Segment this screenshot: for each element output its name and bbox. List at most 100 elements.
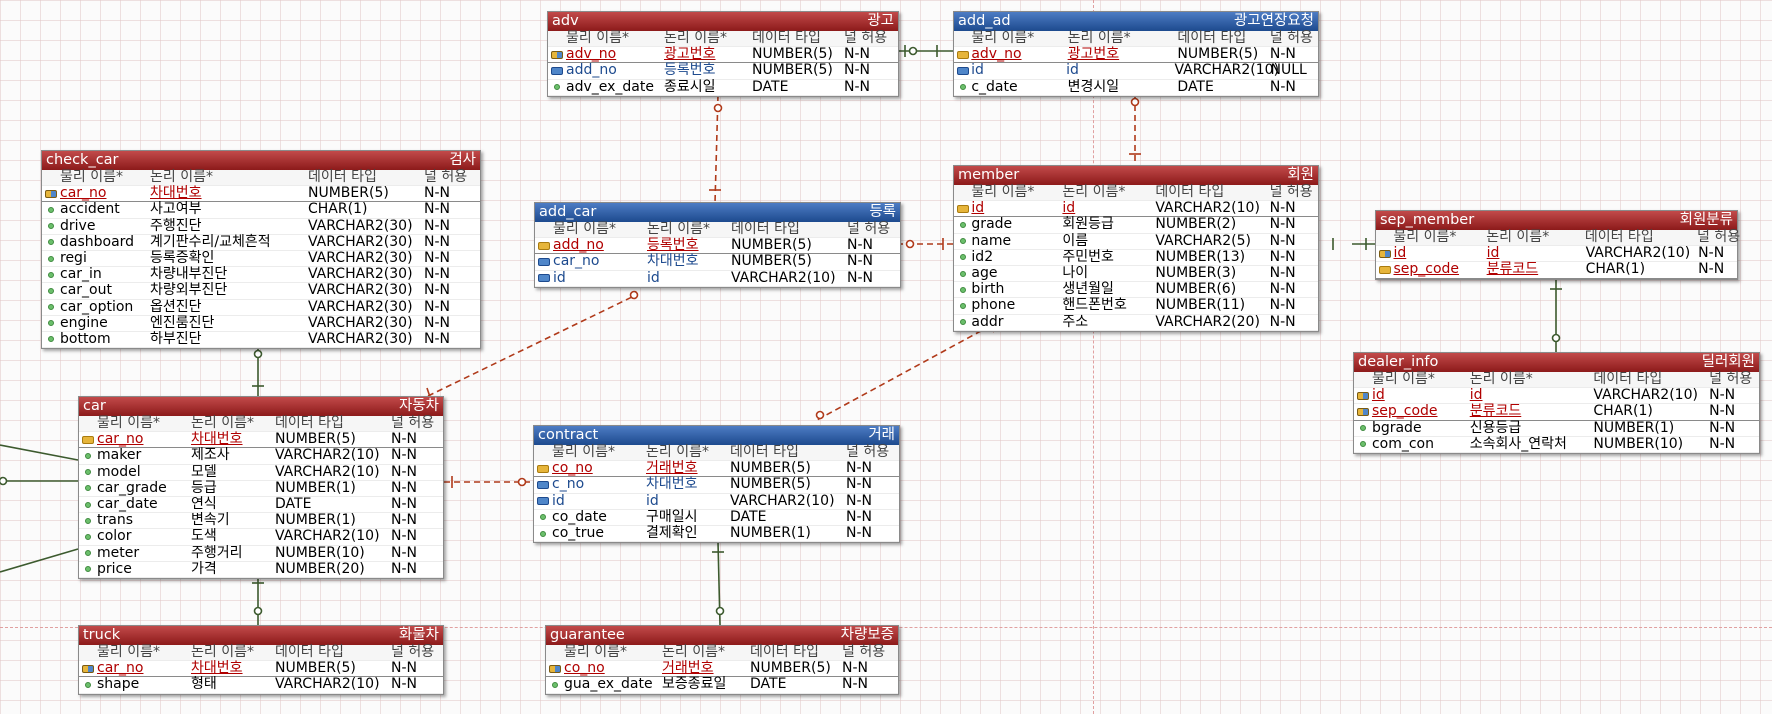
column-type: VARCHAR2(10): [1593, 387, 1698, 404]
column-type: VARCHAR2(5): [1155, 232, 1251, 249]
column-log: 나이: [1062, 264, 1089, 281]
column-null: N-N: [424, 298, 450, 315]
column-null: N-N: [424, 282, 450, 299]
column-null: N-N: [844, 78, 870, 95]
column-header-datatype: 데이터 타입: [1593, 371, 1663, 387]
column-header-datatype: 데이터 타입: [308, 169, 377, 185]
column-phy: car_no: [97, 431, 144, 448]
header-spacer: [42, 170, 60, 185]
column-phy: birth: [971, 281, 1005, 298]
row-icon-cell: [79, 661, 97, 676]
column-header-datatype: 데이터 타입: [730, 444, 799, 460]
column-log: id: [1486, 245, 1500, 262]
column-phy: age: [971, 264, 998, 281]
column-type: VARCHAR2(30): [308, 266, 413, 283]
column-phy: engine: [60, 314, 108, 331]
column-header-datatype: 데이터 타입: [752, 30, 821, 46]
column-phy: sep_code: [1371, 403, 1438, 420]
column-log: 회원등급: [1062, 216, 1114, 233]
column-null: N-N: [847, 237, 873, 254]
primary-key-icon: [82, 435, 94, 444]
column-log: 등급: [191, 479, 217, 496]
entity-name: sep_member: [1380, 212, 1475, 228]
column-type: NUMBER(5): [752, 62, 833, 79]
column-log: 차대번호: [646, 476, 698, 493]
